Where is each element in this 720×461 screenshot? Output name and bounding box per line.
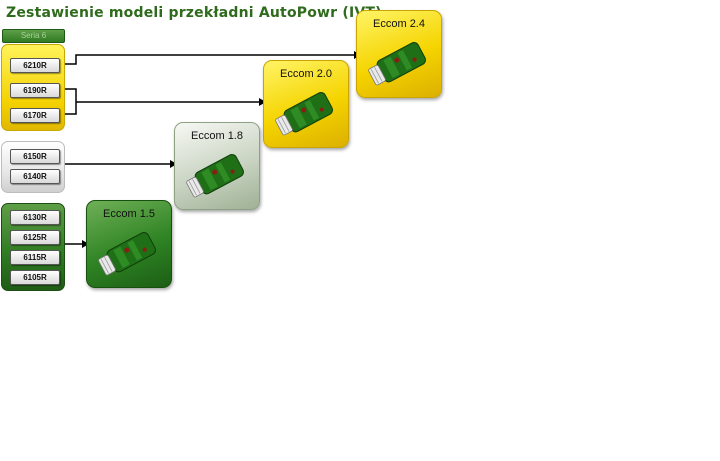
arrowhead-eccom18 bbox=[170, 160, 177, 168]
seria-tab[interactable]: Seria 6 bbox=[2, 29, 65, 43]
model-button-6140r[interactable]: 6140R bbox=[10, 169, 60, 184]
model-button-6170r[interactable]: 6170R bbox=[10, 108, 60, 123]
eccom-1-8-tile[interactable]: Eccom 1.8 bbox=[174, 122, 260, 210]
eccom-2-0-label: Eccom 2.0 bbox=[280, 68, 332, 80]
transmission-icon bbox=[368, 42, 426, 86]
group-green: 6130R 6125R 6115R 6105R bbox=[1, 203, 65, 291]
arrowhead-eccom20 bbox=[259, 98, 266, 106]
line-6190r-6170r-eccom20 bbox=[57, 88, 259, 115]
model-button-6115r[interactable]: 6115R bbox=[10, 250, 60, 265]
eccom-1-8-label: Eccom 1.8 bbox=[191, 130, 243, 142]
model-button-6210r[interactable]: 6210R bbox=[10, 58, 60, 73]
eccom-2-4-label: Eccom 2.4 bbox=[373, 18, 425, 30]
model-button-6150r[interactable]: 6150R bbox=[10, 149, 60, 164]
line-6210r-eccom24 bbox=[57, 54, 354, 65]
model-button-6130r[interactable]: 6130R bbox=[10, 210, 60, 225]
model-button-6125r[interactable]: 6125R bbox=[10, 230, 60, 245]
arrowhead-eccom15 bbox=[82, 240, 89, 248]
transmission-icon bbox=[275, 92, 333, 136]
transmission-icon bbox=[186, 154, 244, 198]
model-button-6190r[interactable]: 6190R bbox=[10, 83, 60, 98]
eccom-1-5-label: Eccom 1.5 bbox=[103, 208, 155, 220]
eccom-1-5-tile[interactable]: Eccom 1.5 bbox=[86, 200, 172, 288]
model-button-6105r[interactable]: 6105R bbox=[10, 270, 60, 285]
eccom-2-0-tile[interactable]: Eccom 2.0 bbox=[263, 60, 349, 148]
transmission-icon bbox=[98, 232, 156, 276]
group-yellow: 6210R 6190R 6170R bbox=[1, 44, 65, 131]
group-gray: 6150R 6140R bbox=[1, 141, 65, 193]
eccom-2-4-tile[interactable]: Eccom 2.4 bbox=[356, 10, 442, 98]
page-title: Zestawienie modeli przekładni AutoPowr (… bbox=[6, 5, 382, 21]
